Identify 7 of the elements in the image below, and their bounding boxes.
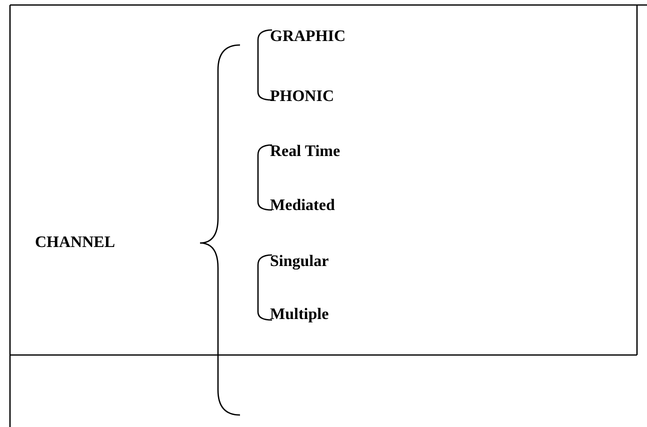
category-label: CHANNEL: [35, 234, 116, 252]
option-label: Singular: [270, 253, 329, 271]
option-label: GRAPHIC: [270, 28, 346, 46]
option-label: Real Time: [270, 143, 340, 161]
option-label: Mediated: [270, 197, 335, 215]
option-label: PHONIC: [270, 88, 334, 106]
option-label: Multiple: [270, 306, 329, 324]
